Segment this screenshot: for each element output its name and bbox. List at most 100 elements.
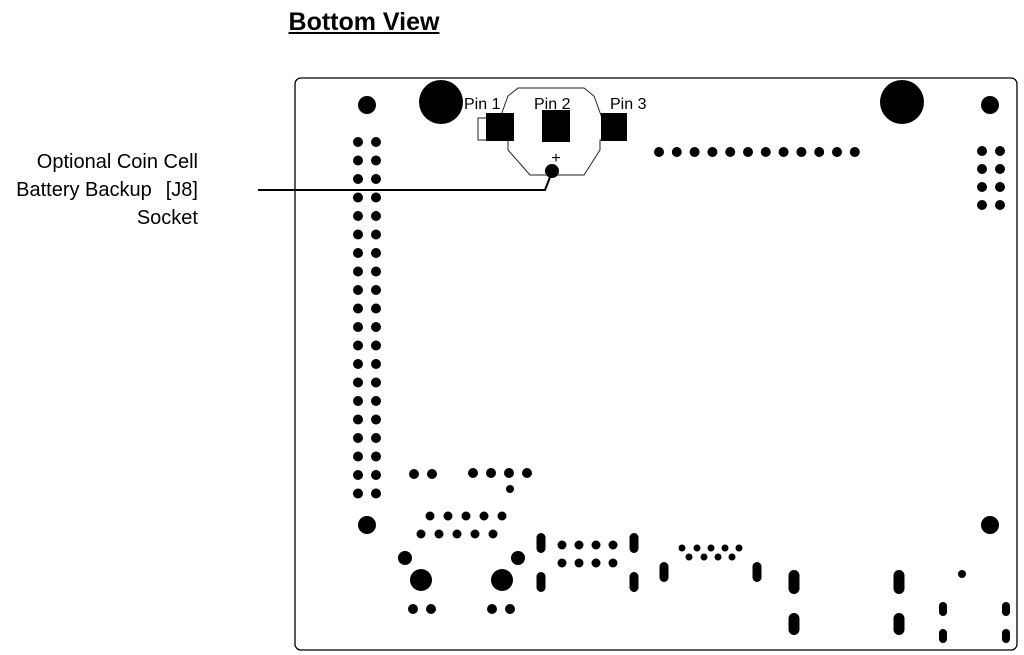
header-pin [778,147,789,157]
callout-line-1: Optional Coin Cell [36,151,198,173]
header-pin [371,248,381,258]
header-pin [977,164,987,174]
solder-pad [488,529,498,539]
solder-pad [408,604,418,614]
solder-pad [511,551,525,565]
header-pin [371,433,381,443]
header-pin [995,164,1005,174]
header-pin [371,322,381,332]
diagram-title-text: Bottom View [288,8,440,36]
solder-pad [486,468,496,478]
solder-pad [707,544,715,552]
header-pin [371,229,381,240]
callout-ref: [J8] [165,179,198,201]
header-pin [353,285,363,295]
solder-pad [409,469,419,479]
pin-2-label: Pin 2 [534,96,571,113]
solder-pad [443,511,453,521]
slot-pad [752,562,762,582]
header-pin [353,229,363,240]
solder-pad [416,529,426,539]
solder-pad [700,553,708,561]
slot-pad [939,629,947,643]
header-pin [353,488,363,499]
solder-pad [504,468,514,478]
solder-pad [574,540,584,550]
slot-pad [629,533,639,553]
header-pin [977,182,987,192]
mounting-hole [358,516,376,534]
slot-pad [629,572,639,592]
header-pin [371,137,381,147]
header-pin [353,174,363,184]
solder-pad [468,468,478,478]
solder-pad [685,553,693,561]
solder-pad [693,544,701,552]
header-pin [371,303,381,314]
header-pin [353,359,363,369]
socket-center-pad [545,164,559,178]
slot-pad [893,613,905,635]
diagram-title: Bottom View [0,8,1024,37]
header-pin [796,147,807,157]
socket-pad-pin-1 [486,113,514,141]
header-pin [353,433,363,443]
header-pin [353,322,363,332]
callout-leader-line [258,171,553,191]
mounting-hole [880,80,924,124]
header-pin [371,414,381,425]
slot-pad [1002,602,1010,616]
header-pin [995,200,1005,210]
solder-pad [434,529,444,539]
solder-pad [721,544,729,552]
solder-pad [425,511,435,521]
pin-1-label: Pin 1 [464,96,501,113]
solder-pad [591,558,601,568]
header-pin [689,147,700,157]
solder-pad [452,529,462,539]
slot-pad [536,572,546,592]
solder-pad [557,558,567,568]
slot-pad [939,602,947,616]
mounting-hole [358,96,376,114]
solder-pad [427,469,437,479]
header-pin [371,340,381,351]
header-pin [371,377,381,388]
header-pin [671,147,682,157]
header-pin [371,285,381,295]
slot-pad [536,533,546,553]
header-pin [353,137,363,147]
header-pin [353,303,363,314]
slot-pad [659,562,669,582]
polarity-mark: + [551,150,560,167]
header-pin [353,451,363,462]
solder-pad [497,511,507,521]
header-pin [353,377,363,388]
solder-pad [461,511,471,521]
solder-pad [410,569,432,591]
battery-callout-label: Optional Coin Cell Battery Backup[J8] So… [16,148,198,232]
header-pin [371,488,381,499]
solder-pad [479,511,489,521]
header-pin [353,211,363,221]
solder-pad [505,604,515,614]
header-pin [849,147,860,157]
socket-pad-pin-2 [542,110,570,142]
solder-pad [608,558,618,568]
solder-pad [958,570,966,578]
solder-pad [574,558,584,568]
solder-pad [608,540,618,550]
solder-pad [470,529,480,539]
header-pin [725,147,736,157]
solder-pad [557,540,567,550]
header-pin [353,155,363,166]
header-pin [353,248,363,258]
header-pin [353,396,363,406]
solder-pad [678,544,686,552]
solder-pad [728,553,736,561]
slot-pad [788,613,800,635]
header-pin [977,200,987,210]
header-pin [371,192,381,203]
slot-pad [893,570,905,594]
